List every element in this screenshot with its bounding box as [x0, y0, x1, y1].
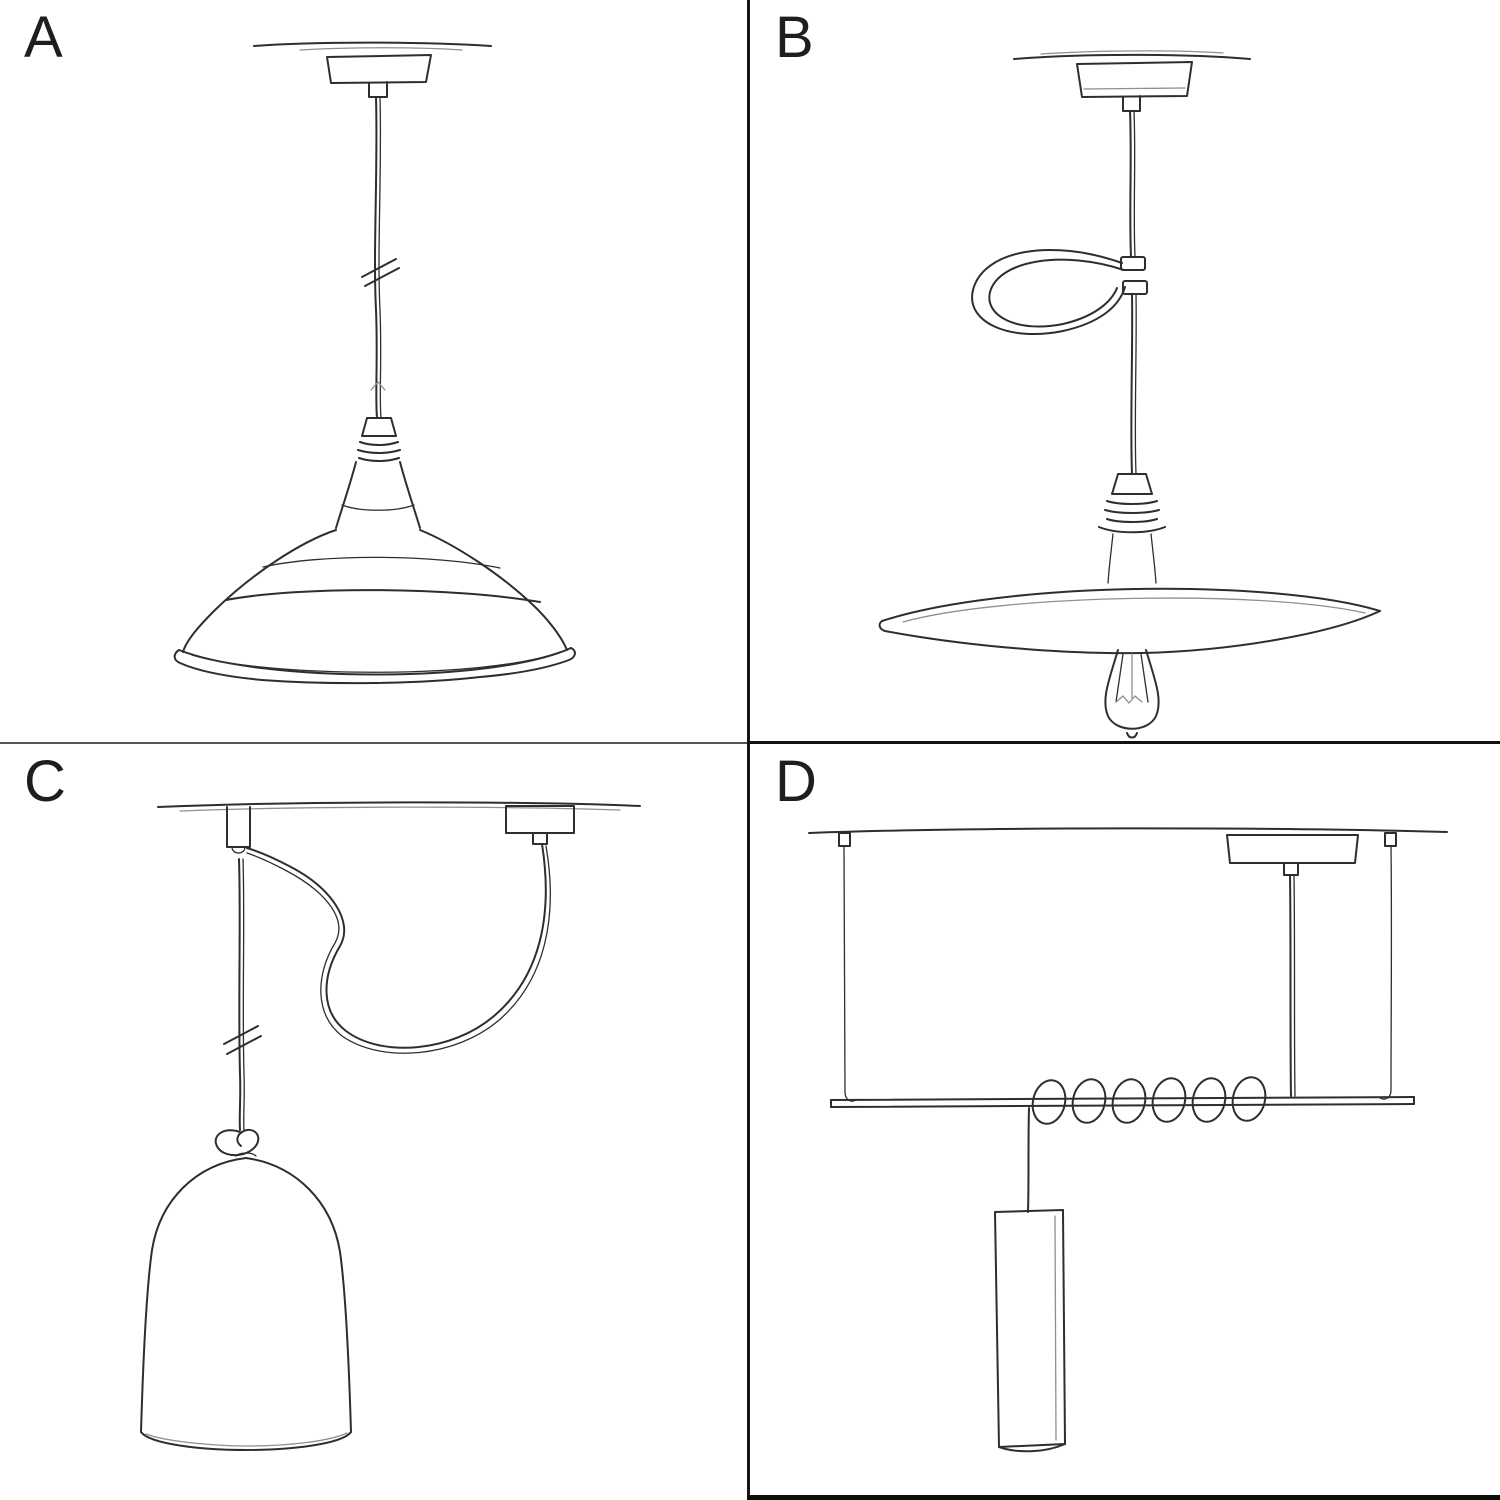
flat-plate-shade — [878, 587, 1381, 655]
swag-cable — [246, 843, 551, 1054]
horizontal-bar — [830, 1096, 1415, 1108]
drop-cable — [238, 858, 245, 1131]
horizontal-divider-right — [747, 741, 1500, 744]
pendant-cable-lower — [1130, 293, 1137, 475]
ceiling-line — [253, 41, 492, 51]
coiled-cable — [1031, 1076, 1267, 1125]
drop-cable — [1027, 1107, 1030, 1213]
pendant-plate-shade-bulb-sketch — [878, 50, 1381, 739]
cable-length-marks — [223, 1025, 262, 1055]
ceiling-rose — [1226, 834, 1359, 876]
rose-cable — [1289, 874, 1296, 1097]
industrial-shade — [173, 529, 576, 685]
cable-shortener-loop — [971, 248, 1148, 336]
ceiling-rose — [326, 54, 432, 98]
panel-c-label: C — [24, 749, 67, 814]
ceiling-line — [808, 827, 1448, 834]
suspension-wire-right — [1379, 832, 1397, 1100]
panel-c: C — [0, 744, 748, 1495]
panel-b-label: B — [775, 5, 815, 70]
panel-d: D — [751, 744, 1500, 1495]
lamp-holder — [335, 417, 421, 529]
horizontal-divider-left — [0, 742, 748, 744]
suspension-wire-left — [838, 832, 857, 1102]
ceiling-hook — [226, 806, 251, 854]
panel-a: A — [0, 0, 748, 742]
vertical-divider — [747, 0, 750, 1500]
panel-a-label: A — [24, 5, 64, 70]
cable-knot — [214, 1128, 260, 1156]
cable-length-marks — [361, 258, 400, 391]
pendant-cable-upper — [1129, 110, 1136, 258]
bar-pendant-tube-shade-sketch — [808, 827, 1448, 1453]
lamp-holder — [1098, 473, 1166, 584]
panel-b: B — [751, 0, 1500, 741]
tube-shade — [994, 1209, 1066, 1453]
bottom-edge-line — [747, 1495, 1500, 1500]
ceiling-line — [157, 801, 641, 812]
ceiling-rose — [1076, 61, 1193, 112]
pendant-cable — [374, 96, 382, 419]
bell-dome-shade — [140, 1152, 352, 1451]
panel-d-label: D — [775, 749, 818, 814]
swag-pendant-bell-shade-sketch — [140, 801, 641, 1451]
light-bulb — [1104, 649, 1160, 739]
ceiling-rose — [505, 805, 575, 845]
pendant-industrial-shade-sketch — [173, 41, 576, 685]
ceiling-line — [1013, 50, 1251, 60]
